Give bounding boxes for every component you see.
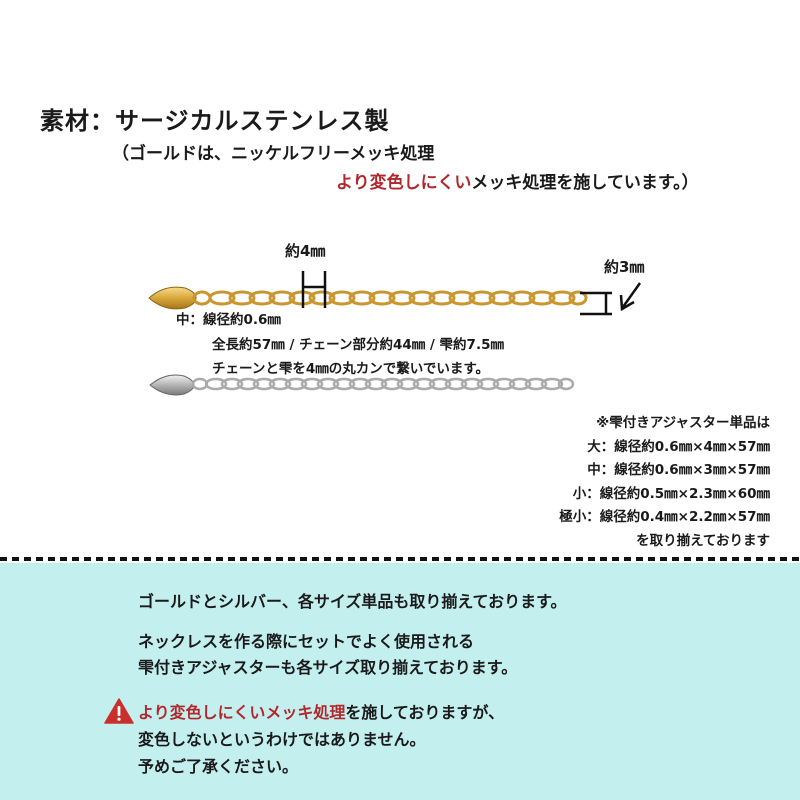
single-items-footer: を取り揃えております (636, 532, 770, 549)
gold-drop-charm (148, 286, 197, 310)
gold-chain-adjuster (148, 286, 588, 310)
info-line-discolor: 変色しないというわけではありません。 (138, 730, 426, 749)
silver-chain-adjuster (149, 374, 575, 396)
link-length-label: 約4㎜ (285, 242, 326, 260)
info-line-warning: より変色しにくいメッキ処理を施しておりますが、 (138, 699, 504, 727)
single-items-heading: ※雫付きアジャスター単品は (596, 415, 770, 431)
link-length-marker (301, 271, 327, 308)
end-width-marker (580, 282, 642, 316)
warning-highlight: より変色しにくいメッキ処理 (138, 703, 346, 722)
info-line-necklace: ネックレスを作る際にセットでよく使用される (138, 632, 475, 651)
warning-rest: を施しておりますが、 (345, 703, 505, 722)
spec-connection: チェーンと雫を4㎜の丸カンで繋いでいます。 (212, 361, 489, 377)
end-width-label: 約3㎜ (604, 258, 645, 276)
info-line-notice: 予めご了承ください。 (138, 757, 299, 776)
highlight-text: より変色しにくい (336, 173, 472, 193)
size-small: 小：線径約0.5㎜×2.3㎜×60㎜ (572, 485, 770, 502)
dashed-divider (0, 557, 800, 561)
silver-drop-charm (149, 374, 195, 396)
material-note-rest: メッキ処理を施しています。） (471, 173, 699, 193)
info-panel (0, 563, 800, 800)
material-note-line2: より変色しにくいメッキ処理を施しています。） (336, 168, 699, 193)
info-line-adjuster: 雫付きアジャスターも各サイズ取り揃えております。 (138, 658, 518, 677)
material-note-line1: （ゴールドは、ニッケルフリーメッキ処理 (112, 144, 435, 164)
material-title: 素材：サージカルステンレス製 (40, 107, 390, 135)
size-medium: 中：線径約0.6㎜×3㎜×57㎜ (587, 462, 770, 478)
product-illustration (148, 271, 642, 396)
spec-wire-diameter: 中：線径約0.6㎜ (176, 312, 281, 328)
info-line-sizes: ゴールドとシルバー、各サイズ単品も取り揃えております。 (138, 592, 567, 611)
gold-chain (192, 290, 588, 306)
silver-chain (191, 377, 575, 391)
spec-lengths: 全長約57㎜ / チェーン部分約44㎜ / 雫約7.5㎜ (212, 337, 504, 353)
warning-triangle-icon (104, 698, 134, 724)
size-extra-small: 極小：線径約0.4㎜×2.2㎜×57㎜ (559, 509, 770, 525)
single-items-note: ※雫付きアジャスター単品は 大：線径約0.6㎜×4㎜×57㎜ 中：線径約0.6㎜… (559, 412, 770, 553)
size-large: 大：線径約0.6㎜×4㎜×57㎜ (587, 438, 770, 455)
